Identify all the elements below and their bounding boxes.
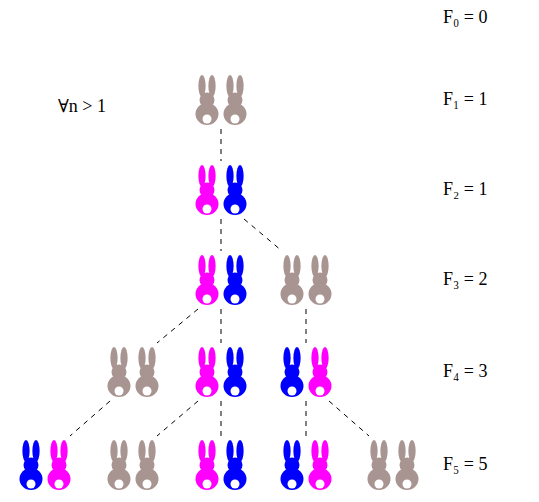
rabbit-pair bbox=[368, 440, 419, 490]
rabbit-pair bbox=[281, 347, 332, 397]
fibonacci-value: F₃ = 2 bbox=[443, 269, 487, 291]
rabbit-pair bbox=[20, 440, 71, 490]
rabbit-pair bbox=[108, 347, 159, 397]
rabbit-pair bbox=[196, 255, 247, 305]
rabbit-pair bbox=[281, 440, 332, 490]
rabbit-pair bbox=[108, 440, 159, 490]
fibonacci-value: F₄ = 3 bbox=[443, 361, 487, 383]
rabbit-pair bbox=[281, 255, 332, 305]
fibonacci-value: F₅ = 5 bbox=[443, 454, 487, 476]
condition-note: ∀n > 1 bbox=[58, 96, 106, 118]
fibonacci-value: F₂ = 1 bbox=[443, 179, 487, 201]
fibonacci-value: F₁ = 1 bbox=[443, 89, 487, 111]
tree-lines bbox=[70, 129, 369, 436]
rabbit-pair bbox=[196, 347, 247, 397]
rabbit-pair bbox=[196, 165, 247, 215]
fibonacci-value: F₀ = 0 bbox=[443, 7, 487, 29]
rabbit-pair bbox=[196, 440, 247, 490]
rabbit-pair bbox=[196, 75, 247, 125]
